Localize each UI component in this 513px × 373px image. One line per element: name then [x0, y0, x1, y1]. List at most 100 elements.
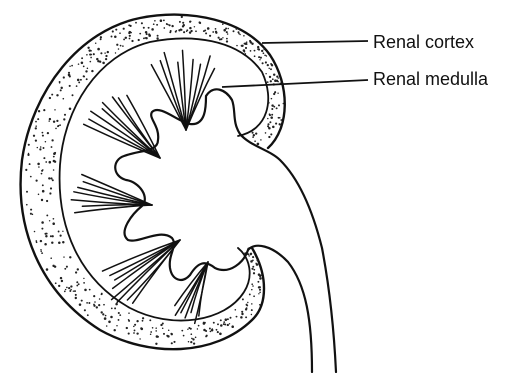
stipple-dot	[271, 114, 273, 116]
stipple-dot	[54, 109, 55, 110]
stipple-dot	[162, 322, 164, 324]
stipple-dot	[181, 330, 183, 332]
stipple-dot	[78, 63, 80, 65]
stipple-dot	[60, 89, 62, 91]
stipple-dot	[133, 326, 135, 328]
stipple-dot	[235, 28, 237, 30]
stipple-dot	[268, 127, 271, 130]
stipple-dot	[95, 42, 96, 43]
stipple-dot	[275, 123, 277, 125]
stipple-dot	[81, 300, 83, 302]
stipple-dot	[253, 295, 255, 297]
stipple-dot	[267, 118, 268, 119]
stipple-dot	[156, 37, 158, 39]
stipple-dot	[204, 322, 206, 324]
stipple-dot	[227, 324, 229, 326]
stipple-dot	[68, 287, 70, 289]
stipple-dot	[49, 192, 51, 194]
stipple-dot	[272, 126, 275, 129]
stipple-dot	[157, 336, 159, 338]
stipple-dot	[26, 191, 28, 193]
stipple-dot	[96, 306, 98, 308]
stipple-dot	[84, 309, 86, 311]
stipple-dot	[60, 235, 62, 237]
stipple-dot	[79, 303, 82, 306]
stipple-dot	[225, 28, 227, 30]
stipple-dot	[69, 75, 71, 77]
stipple-dot	[245, 53, 246, 54]
stipple-dot	[149, 319, 151, 321]
stipple-dot	[243, 35, 245, 37]
stipple-dot	[250, 253, 252, 255]
stipple-dot	[78, 283, 80, 285]
stipple-dot	[252, 260, 254, 262]
stipple-dot	[56, 120, 58, 122]
stipple-dot	[195, 30, 197, 32]
stipple-dot	[245, 316, 247, 318]
stipple-dot	[51, 139, 53, 141]
stipple-dot	[105, 55, 107, 57]
stipple-dot	[52, 179, 54, 181]
stipple-dot	[273, 93, 275, 95]
pyramid-line	[185, 262, 208, 318]
stipple-dot	[179, 21, 181, 23]
stipple-dot	[252, 132, 254, 134]
stipple-dot	[278, 77, 279, 78]
stipple-dot	[33, 135, 35, 137]
stipple-dot	[50, 187, 52, 189]
stipple-dot	[188, 341, 189, 342]
stipple-dot	[217, 323, 219, 325]
stipple-dot	[35, 121, 37, 123]
stipple-dot	[54, 152, 56, 154]
renal-pelvis-ureter	[115, 89, 336, 372]
stipple-dot	[244, 51, 246, 53]
stipple-dot	[182, 22, 184, 24]
stipple-dot	[180, 29, 182, 31]
stipple-dot	[157, 35, 159, 37]
stipple-dot	[58, 125, 60, 127]
stipple-dot	[241, 311, 243, 313]
stipple-dot	[116, 325, 117, 326]
stipple-dot	[263, 48, 265, 50]
stipple-dot	[261, 50, 263, 52]
stipple-dot	[71, 65, 73, 67]
stipple-dot	[231, 325, 234, 328]
stipple-dot	[64, 291, 66, 293]
stipple-dot	[100, 38, 102, 40]
stipple-dot	[76, 281, 78, 283]
stipple-dot	[219, 333, 222, 336]
stipple-dot	[69, 108, 72, 111]
stipple-dot	[62, 241, 64, 243]
stipple-dot	[89, 54, 91, 56]
stipple-dot	[190, 341, 192, 343]
stipple-dot	[264, 54, 266, 56]
stipple-dot	[43, 147, 45, 149]
stipple-dot	[222, 23, 224, 25]
stipple-dot	[110, 316, 113, 319]
stipple-dot	[40, 249, 42, 251]
stipple-dot	[40, 250, 42, 252]
stipple-dot	[83, 282, 85, 284]
stipple-dot	[269, 121, 271, 123]
stipple-dot	[163, 333, 165, 335]
stipple-dot	[249, 40, 251, 42]
stipple-dot	[59, 81, 61, 83]
stipple-dot	[119, 314, 121, 316]
stipple-dot	[152, 327, 154, 329]
stipple-dot	[143, 27, 145, 29]
stipple-dot	[34, 231, 36, 233]
stipple-dot	[45, 235, 47, 237]
stipple-dot	[89, 289, 91, 291]
stipple-dot	[183, 335, 185, 337]
stipple-dot	[35, 127, 37, 129]
stipple-dot	[120, 45, 122, 47]
stipple-dot	[60, 277, 62, 279]
stipple-dot	[66, 266, 68, 268]
stipple-dot	[141, 328, 144, 331]
stipple-dot	[268, 68, 269, 69]
stipple-dot	[142, 320, 144, 322]
stipple-dot	[128, 312, 130, 314]
stipple-dot	[259, 275, 261, 277]
stipple-dot	[64, 268, 66, 270]
stipple-dot	[58, 231, 60, 233]
